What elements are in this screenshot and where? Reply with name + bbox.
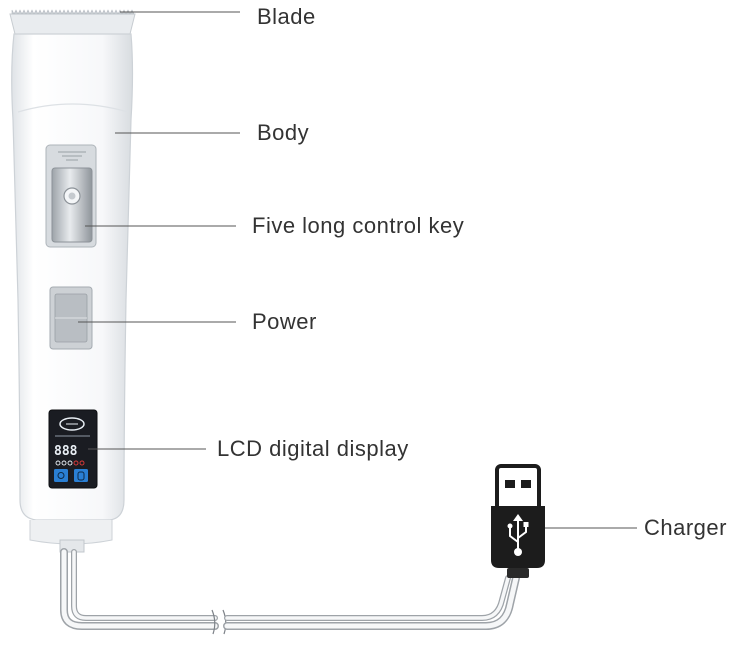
label-lcd: LCD digital display [217,436,409,461]
label-charger: Charger [644,515,727,540]
control-key [45,144,97,248]
usb-icon [507,514,529,556]
label-power: Power [252,309,317,334]
usb-plug [491,464,545,578]
blade [9,9,136,35]
leader-lines [78,11,637,529]
label-control-key: Five long control key [252,213,465,238]
charging-cord [59,539,520,635]
clipper-body [11,33,134,545]
brand-logo-icon [59,417,85,431]
label-body: Body [257,120,310,145]
lcd-digits: 888 [54,444,78,459]
label-blade: Blade [257,4,316,29]
power-button [49,286,93,350]
